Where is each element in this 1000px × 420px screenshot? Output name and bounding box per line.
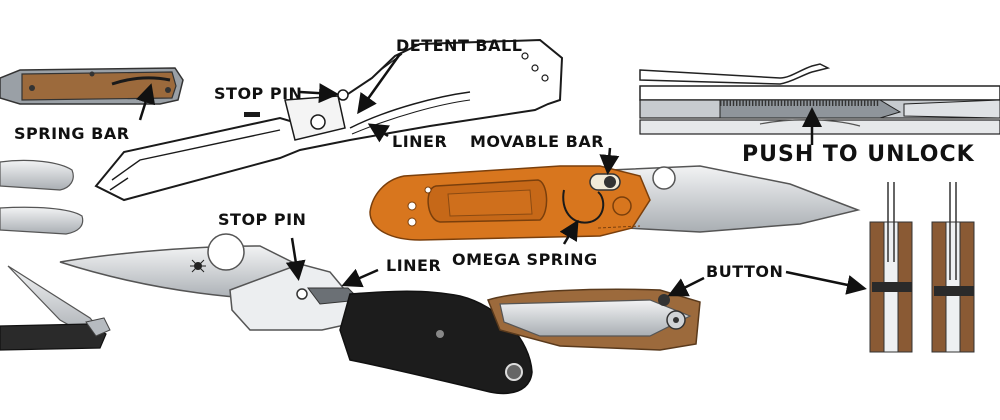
label-detent-ball: DETENT BALL: [396, 36, 523, 55]
label-spring-bar: SPRING BAR: [14, 124, 130, 143]
spider-logo-icon: [190, 259, 206, 273]
label-stop-pin-bottom: STOP PIN: [218, 210, 307, 229]
omega-spring-knife: [369, 165, 861, 241]
label-push-to-unlock: PUSH TO UNLOCK: [742, 142, 975, 167]
frame-lock-cross-section: [639, 63, 1000, 145]
button-lock-cross-section: [869, 182, 975, 353]
button-lock-knife: [487, 288, 701, 351]
label-button: BUTTON: [706, 262, 784, 281]
spyderco-knife: [59, 233, 533, 395]
label-liner-bottom: LINER: [386, 256, 442, 275]
leader-arrows: [135, 53, 867, 297]
label-omega-spring: OMEGA SPRING: [452, 250, 598, 269]
tanto-knife-line-drawing: [94, 38, 564, 202]
label-movable-bar: MOVABLE BAR: [470, 132, 605, 151]
spring-bar-knife: [0, 67, 184, 105]
label-liner-top: LINER: [392, 132, 448, 151]
label-stop-pin-top: STOP PIN: [214, 84, 303, 103]
partial-blades-left: [0, 159, 111, 351]
